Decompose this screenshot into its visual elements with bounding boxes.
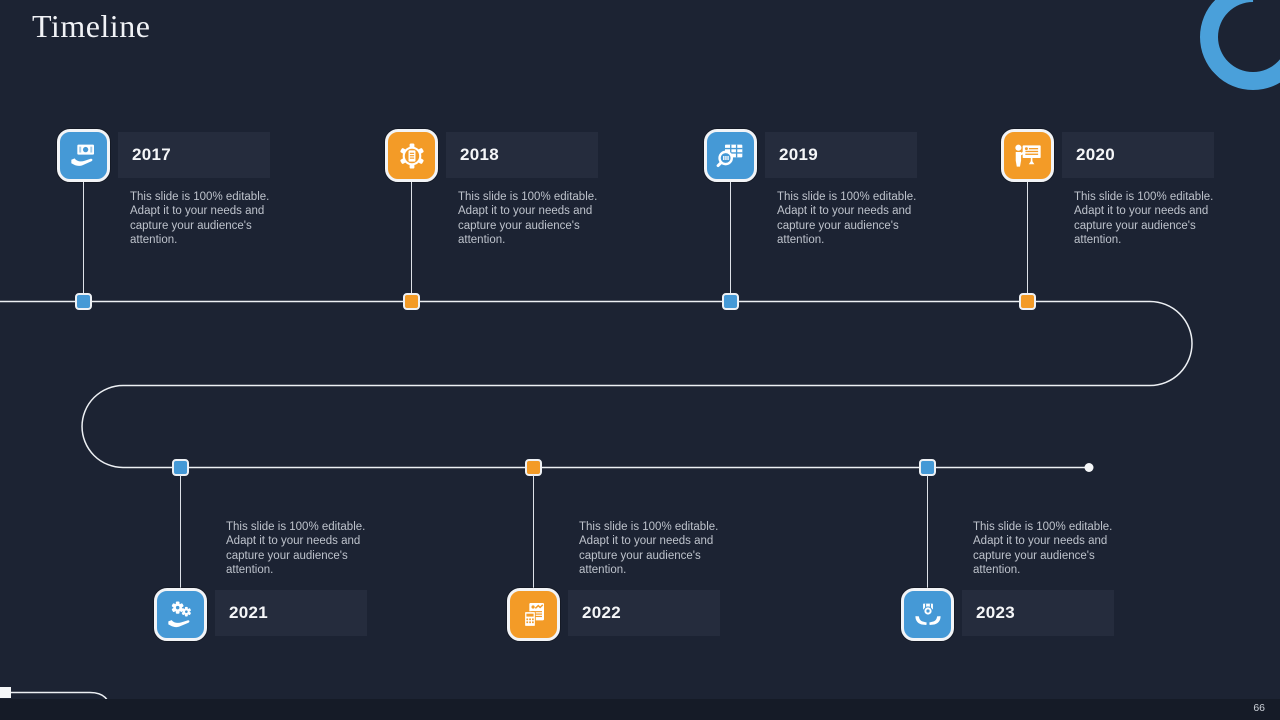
- connector-line: [180, 475, 181, 588]
- report-icon: [507, 588, 560, 641]
- timeline-item-2021: This slide is 100% editable. Adapt it to…: [154, 459, 384, 719]
- timeline-marker: [919, 459, 936, 476]
- year-label: 2023: [976, 603, 1016, 622]
- year-label: 2021: [229, 603, 269, 622]
- timeline-marker: [525, 459, 542, 476]
- item-description: This slide is 100% editable. Adapt it to…: [579, 521, 719, 576]
- year-label: 2020: [1076, 145, 1116, 164]
- hands-money-icon: [901, 588, 954, 641]
- year-label: 2022: [582, 603, 622, 622]
- connector-line: [83, 182, 84, 294]
- timeline-item-2020: 2020 This slide is 100% editable. Adapt …: [1001, 129, 1231, 389]
- timeline-item-2019: 2019 This slide is 100% editable. Adapt …: [704, 129, 934, 389]
- year-bar: 2022: [568, 590, 720, 636]
- item-description: This slide is 100% editable. Adapt it to…: [973, 521, 1113, 576]
- item-description: This slide is 100% editable. Adapt it to…: [226, 521, 366, 576]
- hand-money-icon: [57, 129, 110, 182]
- year-label: 2017: [132, 145, 172, 164]
- item-description: This slide is 100% editable. Adapt it to…: [777, 191, 917, 246]
- page-title: Timeline: [32, 8, 151, 44]
- search-table-icon: [704, 129, 757, 182]
- timeline-marker: [172, 459, 189, 476]
- connector-line: [533, 475, 534, 588]
- hand-gears-icon: [154, 588, 207, 641]
- timeline-end-dot: [1084, 463, 1094, 472]
- gear-document-icon: [385, 129, 438, 182]
- item-description: This slide is 100% editable. Adapt it to…: [130, 191, 270, 246]
- presentation-icon: [1001, 129, 1054, 182]
- year-bar: 2019: [765, 132, 917, 178]
- timeline-item-2017: 2017 This slide is 100% editable. Adapt …: [57, 129, 287, 389]
- year-label: 2018: [460, 145, 500, 164]
- year-bar: 2023: [962, 590, 1114, 636]
- timeline-marker: [722, 293, 739, 310]
- year-bar: 2021: [215, 590, 367, 636]
- snake-line: [0, 300, 1193, 469]
- timeline-marker: [1019, 293, 1036, 310]
- year-bar: 2018: [446, 132, 598, 178]
- item-description: This slide is 100% editable. Adapt it to…: [1074, 191, 1214, 246]
- connector-line: [411, 182, 412, 294]
- corner-square-decoration: [0, 687, 11, 698]
- footer-bar: 66: [0, 699, 1280, 720]
- year-bar: 2017: [118, 132, 270, 178]
- year-bar: 2020: [1062, 132, 1214, 178]
- timeline-item-2018: 2018 This slide is 100% editable. Adapt …: [385, 129, 615, 389]
- timeline-marker: [75, 293, 92, 310]
- item-description: This slide is 100% editable. Adapt it to…: [458, 191, 598, 246]
- year-label: 2019: [779, 145, 819, 164]
- timeline-marker: [403, 293, 420, 310]
- connector-line: [927, 475, 928, 588]
- connector-line: [1027, 182, 1028, 294]
- connector-line: [730, 182, 731, 294]
- page-number: 66: [1253, 702, 1265, 714]
- timeline-item-2022: This slide is 100% editable. Adapt it to…: [507, 459, 737, 719]
- timeline-item-2023: This slide is 100% editable. Adapt it to…: [901, 459, 1131, 719]
